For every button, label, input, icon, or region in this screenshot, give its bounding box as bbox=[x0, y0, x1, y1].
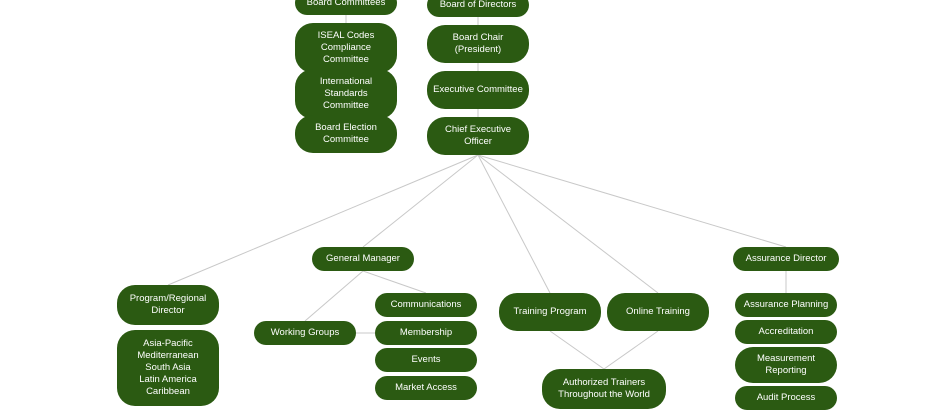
edge-online-to-trainers bbox=[603, 330, 659, 370]
node-accreditation: Accreditation bbox=[735, 320, 837, 344]
node-executive-committee: Executive Committee bbox=[427, 71, 529, 109]
edge-ceo-to-online bbox=[477, 154, 659, 294]
edge-gm-to-working bbox=[304, 270, 364, 322]
node-program-regional-director: Program/Regional Director bbox=[117, 285, 219, 325]
edge-gm-to-comms bbox=[362, 270, 427, 294]
node-measurement-reporting: Measurement Reporting bbox=[735, 347, 837, 383]
edge-training-to-trainers bbox=[549, 330, 605, 370]
edge-ceo-to-gm bbox=[362, 154, 479, 248]
node-regions: Asia-Pacific Mediterranean South Asia La… bbox=[117, 330, 219, 406]
node-audit-process: Audit Process bbox=[735, 386, 837, 410]
node-board-committees: Board Committees bbox=[295, 0, 397, 15]
node-international-standards-committee: International Standards Committee bbox=[295, 69, 397, 119]
node-board-of-directors: Board of Directors bbox=[427, 0, 529, 17]
node-authorized-trainers: Authorized Trainers Throughout the World bbox=[542, 369, 666, 409]
node-membership: Membership bbox=[375, 321, 477, 345]
node-board-chair: Board Chair (President) bbox=[427, 25, 529, 63]
edge-ceo-to-program bbox=[167, 154, 479, 286]
node-assurance-planning: Assurance Planning bbox=[735, 293, 837, 317]
node-ceo: Chief Executive Officer bbox=[427, 117, 529, 155]
node-general-manager: General Manager bbox=[312, 247, 414, 271]
node-communications: Communications bbox=[375, 293, 477, 317]
edge-ceo-to-assurance bbox=[477, 154, 787, 248]
edge-ceo-to-training bbox=[477, 154, 551, 294]
connector-lines bbox=[167, 15, 787, 370]
node-iseal-committee: ISEAL Codes Compliance Committee bbox=[295, 23, 397, 73]
node-board-election-committee: Board Election Committee bbox=[295, 115, 397, 153]
node-market-access: Market Access bbox=[375, 376, 477, 400]
node-online-training: Online Training bbox=[607, 293, 709, 331]
node-assurance-director: Assurance Director bbox=[733, 247, 839, 271]
node-working-groups: Working Groups bbox=[254, 321, 356, 345]
node-events: Events bbox=[375, 348, 477, 372]
org-chart-diagram: Board Committees ISEAL Codes Compliance … bbox=[117, 0, 839, 410]
node-training-program: Training Program bbox=[499, 293, 601, 331]
